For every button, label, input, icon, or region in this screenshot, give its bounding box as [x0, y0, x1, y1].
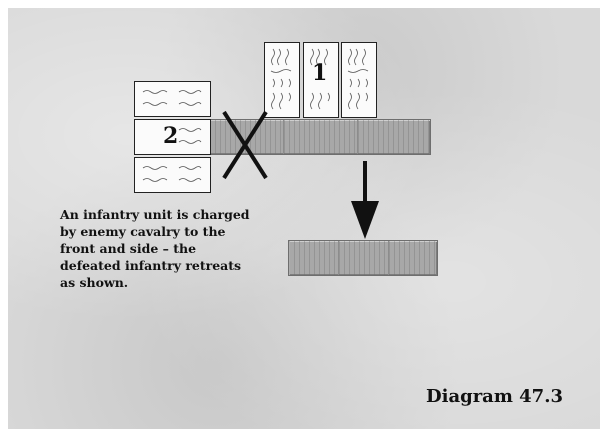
- cavalry-figures-icon: [270, 48, 292, 110]
- infantry-unit-original: [209, 119, 432, 155]
- infantry-unit-retreated: [288, 240, 439, 276]
- infantry-base: [358, 120, 432, 154]
- diagram-title: Diagram 47.3: [426, 386, 563, 407]
- cavalry-unit-2-label: 2: [163, 123, 179, 149]
- x-mark-icon: [222, 110, 268, 180]
- cavalry-figures-icon: [310, 48, 330, 110]
- cavalry-base: 2: [134, 119, 211, 155]
- cavalry-base: [134, 81, 211, 117]
- infantry-base: [339, 241, 389, 275]
- infantry-base: [284, 120, 358, 154]
- cavalry-figures-icon: [142, 90, 202, 106]
- diagram-canvas: 1: [8, 8, 600, 429]
- cavalry-base: [341, 42, 377, 118]
- cavalry-base: [264, 42, 300, 118]
- cavalry-base: 1: [303, 42, 339, 118]
- diagram-caption: An infantry unit is charged by enemy cav…: [60, 207, 250, 290]
- arrow-down-icon: [351, 161, 379, 239]
- infantry-base: [389, 241, 439, 275]
- infantry-base: [289, 241, 339, 275]
- cavalry-figures-icon: [347, 48, 369, 110]
- cavalry-unit-1-label: 1: [312, 60, 328, 86]
- cavalry-base: [134, 157, 211, 193]
- cavalry-figures-icon: [178, 128, 202, 144]
- cavalry-figures-icon: [142, 166, 202, 182]
